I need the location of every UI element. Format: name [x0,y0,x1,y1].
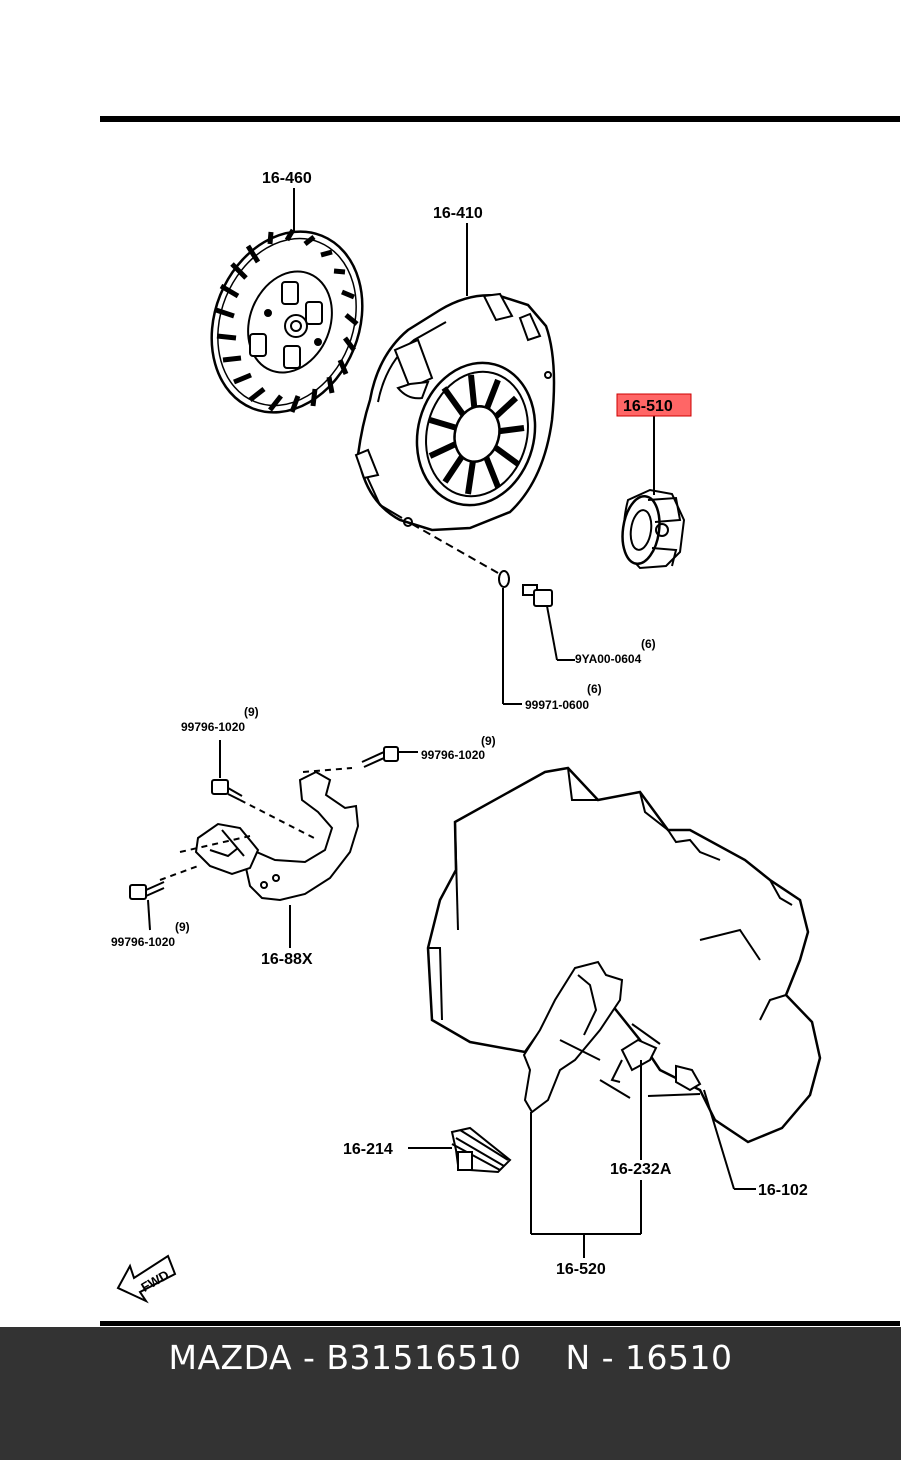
label-clutch-disc[interactable]: 16-460 [262,170,312,187]
bolt-washer-drawing [411,523,575,705]
label-bolt-b-part[interactable]: 99796-1020 [181,720,245,734]
label-bolt-d-part[interactable]: 99796-1020 [111,935,175,949]
label-bolt-c-part[interactable]: 99796-1020 [421,748,485,762]
label-washer-part[interactable]: 99971-0600 [525,698,589,712]
label-bolt-a-qty: (6) [641,637,656,651]
label-pivot[interactable]: 16-102 [758,1182,808,1199]
clutch-cover-drawing [354,292,556,532]
bottom-rule [100,1321,900,1326]
fwd-arrow-icon: FWD [116,1254,177,1304]
leader-lines [293,188,655,495]
top-rule [100,116,900,122]
cover-plate-bolts-drawing [129,740,418,931]
label-clip[interactable]: 16-214 [343,1141,393,1158]
release-fork-drawing [522,960,756,1258]
label-clutch-cover[interactable]: 16-410 [433,205,483,222]
clutch-disc-drawing [210,228,364,414]
label-release-fork-spring[interactable]: 16-232A [610,1161,672,1178]
label-release-bearing[interactable]: 16-510 [623,398,673,415]
label-cover-plate[interactable]: 16-88X [261,951,313,968]
label-bolt-c-qty: (9) [481,734,496,748]
highlight-box [616,393,692,417]
clip-drawing [408,1126,512,1174]
label-bolt-d-qty: (9) [175,920,190,934]
footer-bar [0,1327,901,1460]
label-release-fork[interactable]: 16-520 [556,1261,606,1278]
label-bolt-b-qty: (9) [244,705,259,719]
transmission-housing-drawing [426,766,822,1144]
footer-part-info: MAZDA - B31516510 N - 16510 [168,1338,733,1377]
cover-plate-drawing [159,767,360,948]
label-bolt-a-part[interactable]: 9YA00-0604 [575,652,642,666]
release-bearing-drawing [621,488,686,570]
label-washer-qty: (6) [587,682,602,696]
